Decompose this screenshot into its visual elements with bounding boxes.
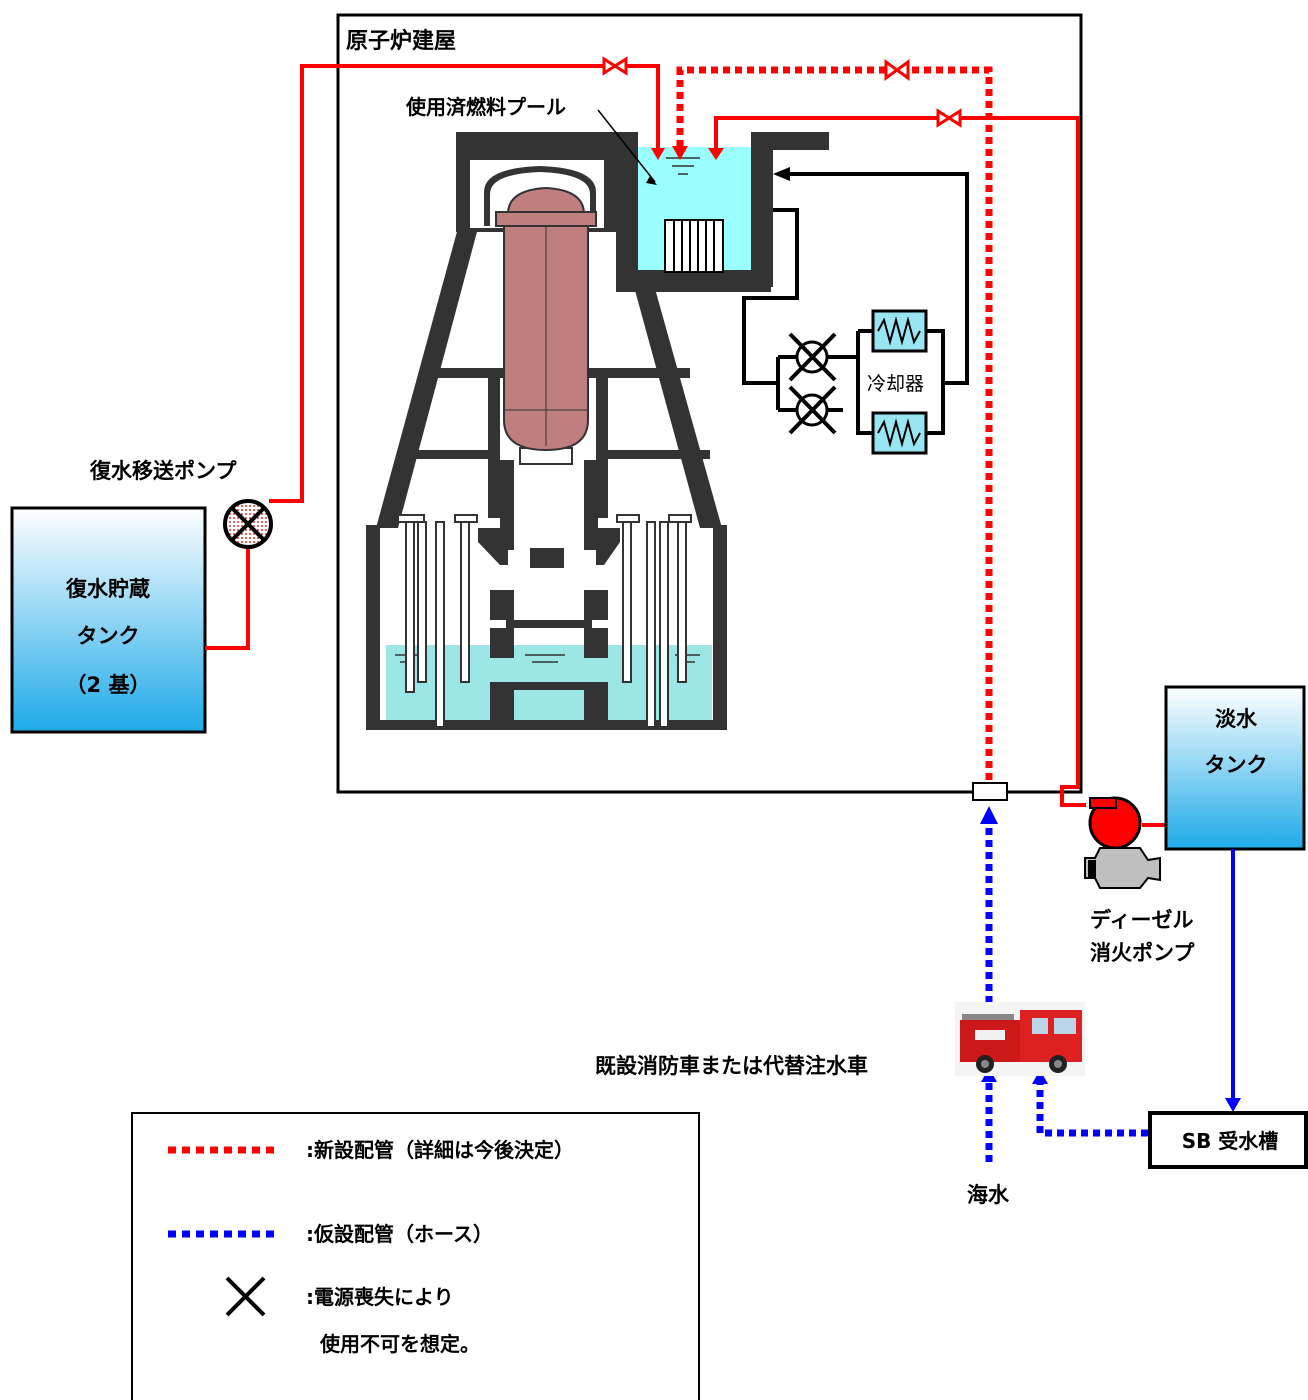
legend-unavailable-label-1: :電源喪失により: [306, 1285, 454, 1309]
freshwater-tank-label-1: 淡水: [1215, 707, 1258, 731]
fuel-rack: [665, 220, 723, 272]
sb-tank-label: SB 受水槽: [1182, 1129, 1279, 1153]
legend-temp-pipe-label: :仮設配管（ホース）: [306, 1222, 493, 1246]
fire-truck-label: 既設消防車または代替注水車: [595, 1054, 868, 1078]
diesel-pump-label-1: ディーゼル: [1090, 908, 1194, 932]
reactor-building-label: 原子炉建屋: [346, 29, 456, 54]
condensate-storage-tank: [12, 508, 205, 732]
valve-condensate-icon: [604, 59, 626, 73]
existing-cooling-loop: [744, 174, 967, 433]
cooler-label: 冷却器: [867, 373, 924, 395]
diesel-pump-supply-pipe: [716, 118, 1168, 825]
cooling-pump-2-icon: [790, 387, 835, 433]
condensate-tank-label-2: タンク: [77, 624, 140, 648]
wall-penetration: [973, 783, 1007, 800]
condensate-tank-label-3: （2 基）: [66, 673, 151, 697]
heat-exchanger-1-icon: [873, 311, 926, 351]
fire-truck-icon: [955, 1002, 1085, 1076]
condensate-pump-label: 復水移送ポンプ: [89, 459, 237, 483]
legend-new-pipe-label: :新設配管（詳細は今後決定）: [306, 1138, 574, 1162]
pool-return-arrow: [773, 167, 790, 181]
valve-diesel-line-icon: [938, 111, 960, 125]
legend-unavailable-label-2: 使用不可を想定。: [319, 1332, 480, 1356]
cooling-pump-1-icon: [790, 334, 835, 380]
heat-exchanger-2-icon: [873, 413, 926, 453]
diesel-fire-pump-icon: [1085, 798, 1160, 888]
diesel-pump-label-2: 消火ポンプ: [1090, 941, 1195, 965]
spent-fuel-pool-label: 使用済燃料プール: [405, 95, 566, 119]
valve-new-pipe-icon: [886, 62, 908, 78]
reactor-pressure-vessel: [496, 188, 596, 450]
seawater-label: 海水: [967, 1183, 1010, 1207]
condensate-tank-label-1: 復水貯蔵: [65, 577, 150, 601]
condensate-pump-icon: [225, 501, 271, 547]
freshwater-tank-label-2: タンク: [1205, 753, 1268, 777]
